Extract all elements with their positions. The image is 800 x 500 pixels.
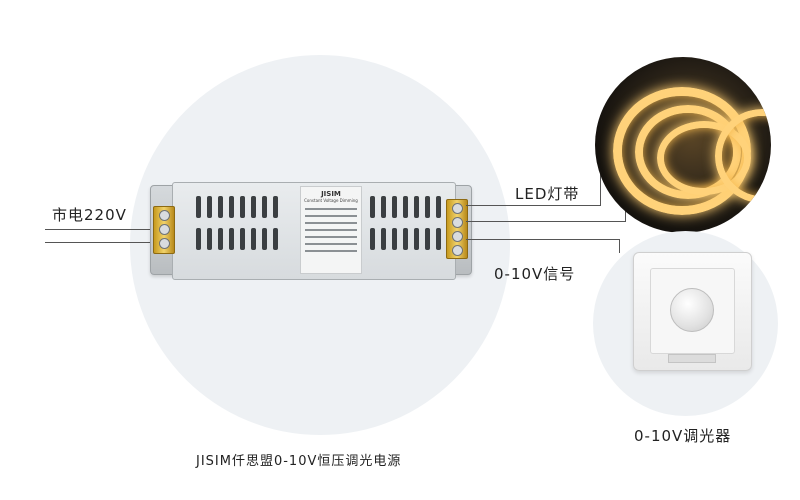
output-terminal-block bbox=[446, 199, 468, 259]
signal-label: 0-10V信号 bbox=[494, 265, 576, 283]
led-wire-1 bbox=[466, 205, 601, 206]
product-caption: JISIM仟思盟0-10V恒压调光电源 bbox=[196, 454, 402, 469]
right-vent-grille bbox=[370, 196, 450, 270]
label-title: Constant Voltage Dimming bbox=[304, 198, 358, 203]
mains-label: 市电220V bbox=[52, 206, 127, 224]
mains-wire-top bbox=[45, 229, 157, 230]
product-label-sticker: JISIM Constant Voltage Dimming bbox=[300, 186, 362, 274]
dimmer-label: 0-10V调光器 bbox=[634, 427, 732, 445]
signal-wire-vertical bbox=[619, 239, 620, 253]
led-wire-1-vertical bbox=[600, 166, 601, 206]
led-wire-2 bbox=[466, 221, 626, 222]
dimmer-slot bbox=[668, 354, 716, 363]
mains-wire-bottom bbox=[45, 242, 157, 243]
led-strip-label: LED灯带 bbox=[515, 185, 580, 203]
dimmer-knob bbox=[670, 288, 714, 332]
input-terminal-block bbox=[153, 206, 175, 254]
left-vent-grille bbox=[196, 196, 291, 270]
brand-mark: JISIM bbox=[321, 190, 341, 198]
signal-wire bbox=[466, 239, 620, 240]
led-strip-image bbox=[595, 57, 771, 233]
